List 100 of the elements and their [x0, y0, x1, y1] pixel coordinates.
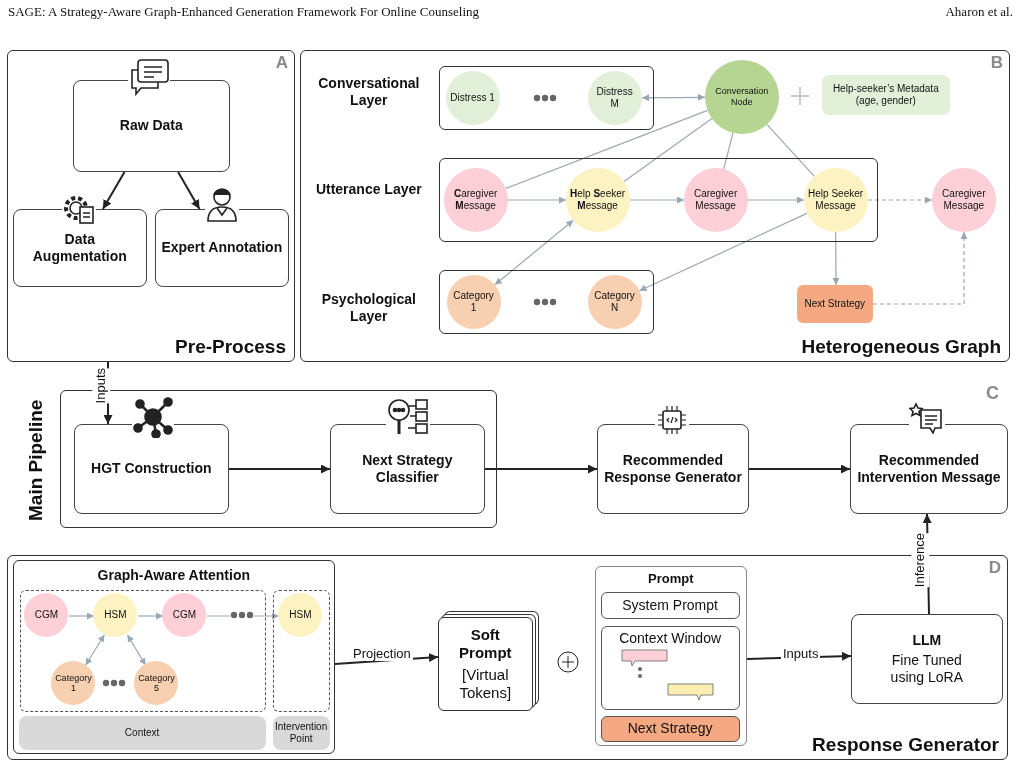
layer-heading: Psychological Layer	[320, 290, 417, 325]
node-label: Help Seeker Message	[569, 187, 626, 212]
process-box	[597, 424, 749, 514]
arrow	[747, 196, 805, 204]
node-label: CGM	[172, 609, 197, 622]
box-label: Recommended Intervention Message	[856, 452, 1002, 486]
graph-node-circle	[587, 70, 642, 125]
metadata-tag	[821, 74, 950, 115]
process-box	[72, 79, 230, 172]
frame-title: Graph-Aware Attention	[96, 566, 252, 584]
box-label: Fine Tuned using LoRA	[889, 652, 964, 686]
author-line: Aharon et al.	[945, 4, 1013, 20]
arrow	[638, 212, 808, 292]
panel-letter: C	[986, 383, 999, 404]
prompt-field	[600, 715, 740, 742]
node-label: Caregiver Message	[692, 187, 739, 212]
node-label: Category 1	[55, 672, 92, 695]
node-label: CGM	[34, 609, 59, 622]
box-label: Recommended Response Generator	[603, 452, 743, 486]
attention-frame	[12, 559, 335, 754]
graph-node-circle	[587, 274, 642, 329]
arrow	[641, 93, 706, 102]
box-label: Raw Data	[119, 117, 183, 135]
connector-line	[723, 132, 734, 170]
arrow	[137, 612, 164, 620]
box-label: [Virtual Tokens]	[458, 665, 513, 702]
box-label: System Prompt	[622, 596, 718, 614]
process-box	[12, 208, 147, 287]
field-label: Context Window	[618, 629, 723, 647]
section-heading: Main Pipeline	[23, 398, 47, 523]
box-label: HGT Construction	[91, 460, 212, 478]
graph-node-circle	[445, 70, 500, 125]
edge-label: Inference	[911, 533, 930, 588]
context-band	[18, 715, 266, 750]
panel-title: Pre-Process	[175, 336, 286, 359]
arrow	[629, 196, 685, 204]
layer-heading: Conversational Layer	[317, 74, 421, 109]
box-label: Expert Annotation	[161, 239, 283, 257]
edge-label: Projection	[351, 647, 413, 662]
process-box	[850, 424, 1008, 514]
process-box	[329, 423, 485, 514]
arrow	[228, 464, 331, 474]
page-title: SAGE: A Strategy-Aware Graph-Enhanced Generation Framework For Online Counseling	[8, 4, 480, 20]
node-label: Caregiver Message	[452, 187, 499, 212]
panel-title: Heterogeneous Graph	[801, 336, 1001, 359]
node-label: HSM	[289, 609, 312, 622]
box-label: Next Strategy	[627, 720, 713, 737]
node-label: Category 1	[452, 289, 495, 314]
graph-node-circle	[446, 274, 501, 329]
graph-node-circle	[565, 167, 630, 232]
node-label: Category N	[593, 289, 636, 314]
node-label: Distress 1	[450, 91, 495, 104]
arrow	[126, 634, 147, 666]
node-label: Category 5	[138, 672, 175, 695]
node-label: Help Seeker Message	[807, 187, 864, 212]
card-title: Prompt	[647, 570, 695, 587]
graph-node-circle	[93, 593, 138, 638]
box-label: LLM	[912, 631, 942, 649]
arrow	[177, 171, 201, 210]
box-label: Data Augmentation	[31, 231, 128, 265]
panel-title: Response Generator	[812, 734, 999, 757]
arrow	[101, 171, 126, 210]
process-box	[73, 423, 229, 514]
process-box	[154, 208, 289, 287]
connector-line	[623, 117, 713, 182]
prompt-field	[600, 625, 740, 710]
node-label: Caregiver Message	[941, 187, 987, 212]
box-label: Next Strategy Classifier	[361, 452, 454, 486]
connector-line	[505, 109, 709, 189]
arrow	[494, 219, 574, 286]
box-label: Next Strategy	[804, 297, 866, 310]
node-label: Conversation Node	[714, 86, 770, 108]
panel-letter: D	[988, 558, 1001, 579]
arrow	[484, 464, 598, 474]
dashed-arrow	[867, 196, 933, 204]
arrow	[68, 612, 95, 620]
arrow	[85, 634, 105, 666]
layer-heading: Utterance Layer	[314, 180, 423, 198]
arrow	[832, 231, 840, 286]
box-label: Soft Prompt	[458, 625, 513, 662]
arrow	[748, 464, 851, 474]
box-label: Context	[124, 726, 160, 739]
panel-letter: B	[990, 53, 1003, 74]
node-label: Distress M	[595, 85, 634, 110]
prompt-card	[594, 565, 747, 746]
edge-label: Inputs	[92, 368, 111, 404]
connector-line	[766, 123, 815, 177]
box-label: Intervention Point	[274, 720, 328, 745]
process-box	[850, 613, 1003, 704]
box-label: Help-seeker’s Metadata (age, gender)	[831, 82, 940, 107]
arrow	[507, 196, 567, 204]
strategy-tag	[796, 284, 873, 323]
node-label: HSM	[104, 609, 127, 622]
dashed-region	[19, 589, 266, 712]
dashed-region	[272, 589, 330, 712]
prompt-field	[600, 591, 740, 619]
edge-label: Inputs	[781, 647, 821, 662]
arrow	[206, 612, 280, 620]
panel-letter: A	[275, 53, 288, 74]
dashed-arrow	[872, 231, 968, 305]
